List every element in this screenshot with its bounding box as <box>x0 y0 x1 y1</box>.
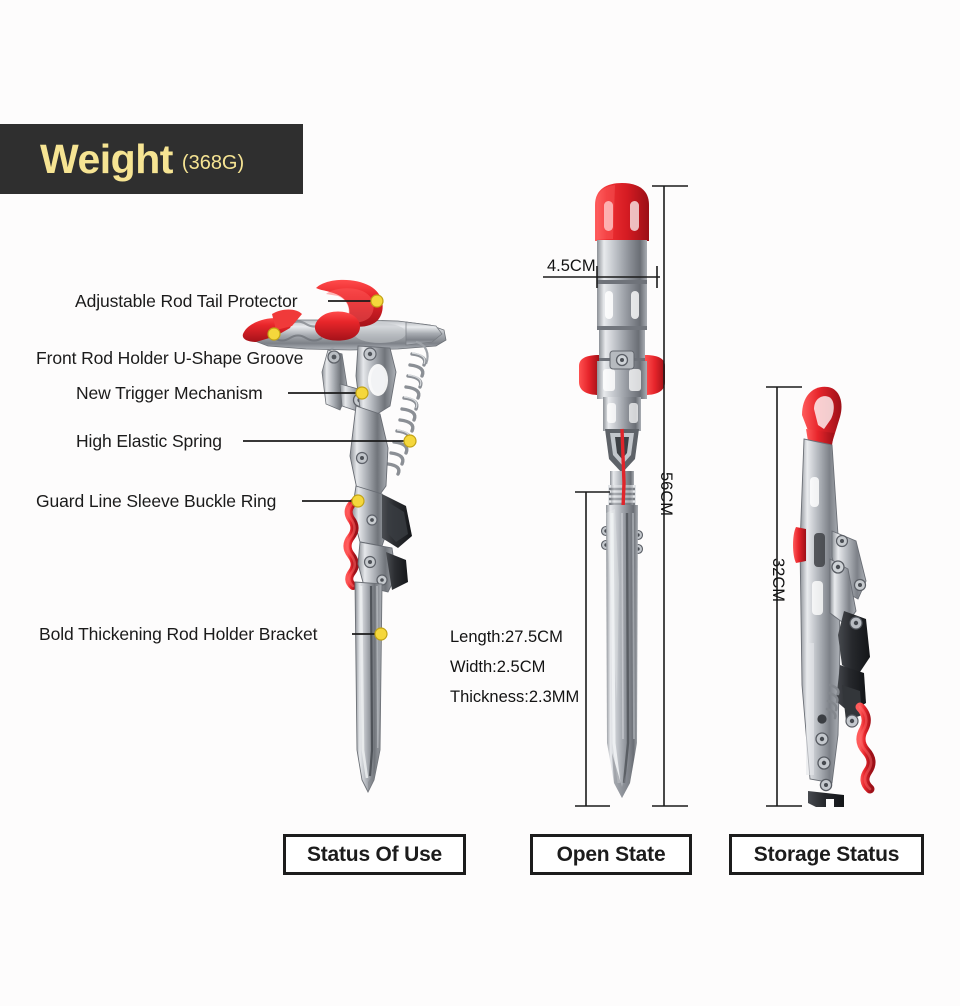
callout-dot-bracket <box>374 627 388 641</box>
mid-collar-with-red-wings <box>579 350 665 399</box>
storage-main-spine <box>793 438 841 784</box>
caption-open-state: Open State <box>530 834 692 875</box>
dimension-label-width: 4.5CM <box>547 257 596 275</box>
callout-dot-trigger-mechanism <box>355 386 369 400</box>
product-illustration-storage-status <box>793 386 876 807</box>
caption-storage-status-label: Storage Status <box>753 842 900 866</box>
rod-cradle-bar <box>249 319 447 351</box>
label-bold-thickening-rod-holder-bracket: Bold Thickening Rod Holder Bracket <box>39 624 318 644</box>
caption-storage-status: Storage Status <box>729 834 924 875</box>
storage-bottom-foot <box>808 714 844 807</box>
dimension-label-storage-height: 32CM <box>769 558 787 603</box>
red-end-cap <box>595 183 649 241</box>
storage-spring-and-trigger <box>825 683 876 794</box>
label-new-trigger-mechanism: New Trigger Mechanism <box>76 383 263 403</box>
storage-folded-linkage <box>829 530 870 721</box>
product-illustration-open-state <box>579 183 665 798</box>
callout-dot-elastic-spring <box>403 434 417 448</box>
spec-width: Width:2.5CM <box>450 658 546 676</box>
spec-thickness: Thickness:2.3MM <box>450 688 580 706</box>
rod-tail-protector-red <box>314 279 383 341</box>
product-illustration-status-of-use <box>242 279 447 794</box>
label-adjustable-rod-tail-protector: Adjustable Rod Tail Protector <box>75 291 298 311</box>
product-open-state <box>575 183 685 808</box>
guard-line-sleeve-buckle-ring <box>343 498 359 590</box>
label-high-elastic-spring: High Elastic Spring <box>76 431 222 451</box>
front-u-shape-groove-red <box>242 309 302 342</box>
product-status-of-use <box>230 279 460 825</box>
callout-dot-rod-tail-protector <box>370 294 384 308</box>
weight-title: Weight <box>40 135 173 182</box>
holder-arm-body <box>349 405 412 548</box>
trigger-mechanism <box>321 345 397 417</box>
label-guard-line-sleeve-buckle-ring: Guard Line Sleeve Buckle Ring <box>36 491 277 511</box>
weight-banner: Weight (368G) <box>0 124 303 194</box>
callout-dot-buckle-ring <box>351 494 365 508</box>
caption-status-of-use-label: Status Of Use <box>306 842 443 866</box>
lower-hinge-block <box>357 541 408 593</box>
weight-value: (368G) <box>181 152 245 174</box>
product-storage-status <box>786 385 906 810</box>
spec-length: Length:27.5CM <box>450 628 563 646</box>
spec-block: Length:27.5CM Width:2.5CM Thickness:2.3M… <box>450 622 579 712</box>
label-front-rod-holder-u-shape-groove: Front Rod Holder U-Shape Groove <box>36 348 304 368</box>
open-state-stake <box>606 505 638 798</box>
callout-dot-u-shape-groove <box>267 327 281 341</box>
caption-open-state-label: Open State <box>556 842 666 866</box>
caption-status-of-use: Status Of Use <box>283 834 466 875</box>
